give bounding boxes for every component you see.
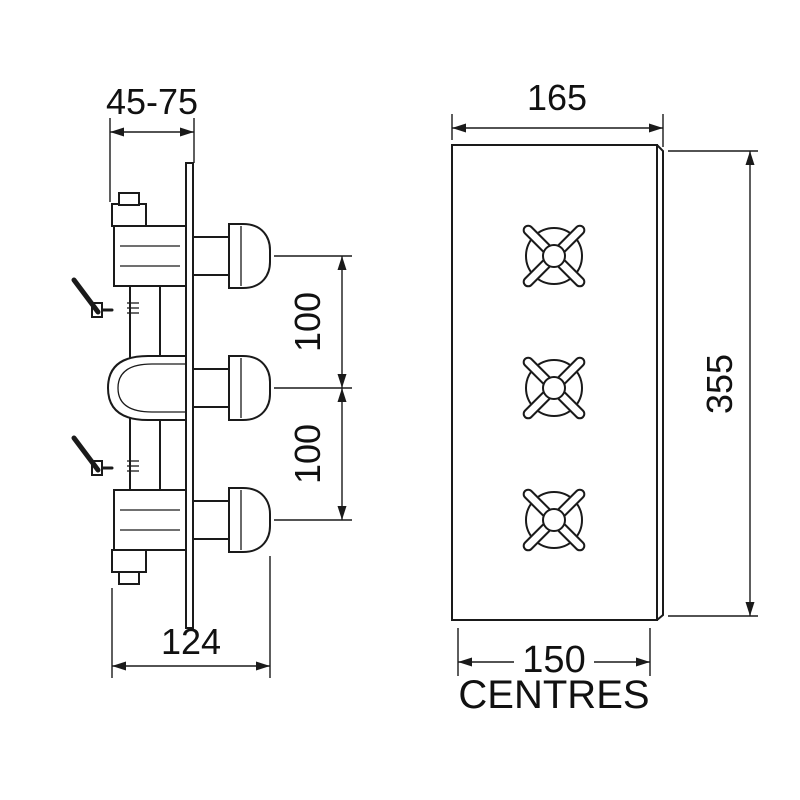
thermostat-dome-inner	[117, 363, 186, 413]
crosshead-handle-top	[522, 224, 586, 288]
crosshead-handle-middle	[522, 356, 586, 420]
dimension-centres: 150 CENTRES	[457, 628, 651, 717]
bottom-cap	[118, 571, 140, 585]
dim-projection-label: 124	[161, 621, 221, 662]
handle-spindle-top	[192, 236, 230, 276]
handle-spindle-middle	[192, 368, 230, 408]
dimension-width: 165	[451, 77, 664, 147]
handle-profile-top	[228, 223, 271, 289]
dim-depth-label: 45-75	[106, 81, 198, 122]
dim-centres-label: 150	[522, 639, 585, 681]
valve-body-column-lower	[129, 417, 161, 491]
dim-spacing-top-label: 100	[287, 292, 328, 352]
thermostat-dome	[106, 355, 187, 421]
faceplate-edge	[656, 144, 664, 621]
check-valve-lever-upper	[71, 277, 139, 318]
handle-spindle-bottom	[192, 500, 230, 540]
dimension-depth-range: 45-75	[106, 81, 198, 202]
centres-caption: CENTRES	[458, 673, 649, 717]
side-view: 45-75 100 100 124	[71, 81, 352, 678]
crosshead-handle-bottom	[522, 488, 586, 552]
dim-height-label: 355	[699, 354, 740, 414]
check-valve-lever-lower	[71, 435, 139, 476]
bottom-union-nut	[111, 549, 147, 573]
dimension-handle-spacing: 100 100	[274, 255, 352, 521]
valve-block-top	[113, 225, 187, 287]
top-cap	[118, 192, 140, 206]
dim-spacing-bottom-label: 100	[287, 424, 328, 484]
dimension-projection: 124	[111, 556, 271, 678]
dim-width-label: 165	[527, 77, 587, 118]
valve-body-column-upper	[129, 285, 161, 359]
top-union-nut	[111, 203, 147, 227]
valve-block-bottom	[113, 489, 187, 551]
handle-profile-middle	[228, 355, 271, 421]
handle-profile-bottom	[228, 487, 271, 553]
front-view: 165 355 150 CENTRES	[451, 77, 758, 717]
dimension-height: 355	[668, 150, 758, 617]
wall-plate-edge	[185, 162, 194, 629]
